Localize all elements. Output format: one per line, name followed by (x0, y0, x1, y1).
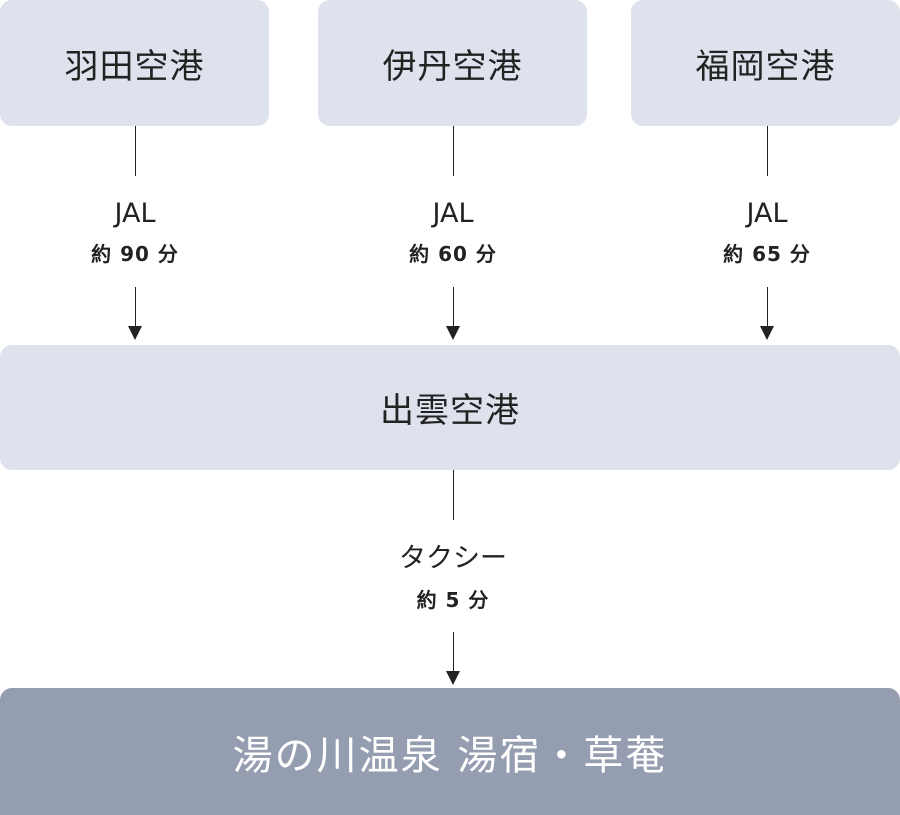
origin-label-fukuoka: 福岡空港 (695, 46, 836, 87)
duration-label-itami: 約 60 分 (409, 242, 497, 266)
carrier-label-itami: JAL (432, 198, 474, 229)
connector-line-transfer-bottom (453, 632, 454, 672)
origin-box-fukuoka: 福岡空港 (631, 0, 900, 126)
connector-line-itami-bottom (453, 287, 454, 327)
connector-line-haneda-top (135, 126, 136, 176)
transfer-mode-label: タクシー (399, 543, 507, 574)
connector-line-fukuoka-bottom (767, 287, 768, 327)
duration-label-fukuoka: 約 65 分 (723, 242, 811, 266)
arrow-down-icon-haneda (128, 326, 142, 340)
duration-label-haneda: 約 90 分 (91, 242, 179, 266)
hub-label: 出雲空港 (380, 391, 520, 431)
hub-box-izumo: 出雲空港 (0, 345, 900, 470)
destination-label: 湯の川温泉 湯宿・草菴 (232, 732, 668, 779)
origin-label-haneda: 羽田空港 (64, 46, 205, 87)
connector-line-transfer-top (453, 470, 454, 520)
carrier-label-haneda: JAL (114, 198, 156, 229)
origin-label-itami: 伊丹空港 (382, 46, 523, 87)
origin-box-haneda: 羽田空港 (0, 0, 269, 126)
arrow-down-icon-fukuoka (760, 326, 774, 340)
connector-line-haneda-bottom (135, 287, 136, 327)
arrow-down-icon-itami (446, 326, 460, 340)
transfer-duration-label: 約 5 分 (416, 588, 490, 612)
connector-line-fukuoka-top (767, 126, 768, 176)
destination-box: 湯の川温泉 湯宿・草菴 (0, 688, 900, 815)
carrier-label-fukuoka: JAL (746, 198, 788, 229)
connector-line-itami-top (453, 126, 454, 176)
origin-box-itami: 伊丹空港 (318, 0, 587, 126)
arrow-down-icon-transfer (446, 671, 460, 685)
